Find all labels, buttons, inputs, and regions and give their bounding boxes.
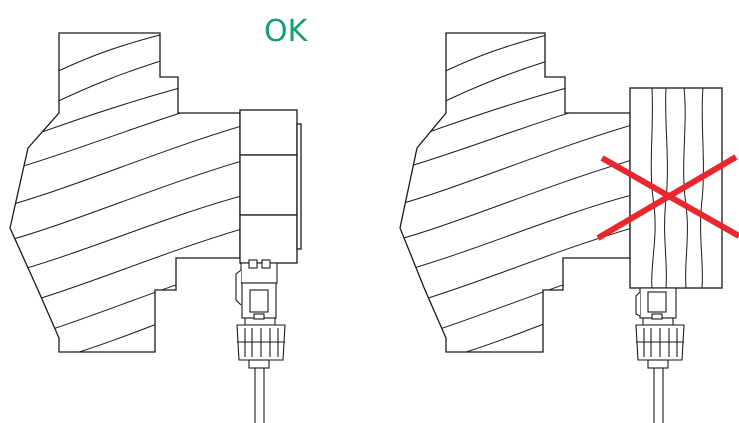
module-stack-left: [239, 109, 302, 264]
connector-right: [635, 287, 685, 423]
wall-profile-right: [399, 32, 631, 353]
ok-label: OK: [264, 14, 309, 49]
wooden-panel: [629, 87, 723, 289]
not-allowed-cross-icon: [596, 154, 739, 241]
wall-profile-left: [9, 32, 241, 353]
right-panel: [399, 32, 739, 423]
connector-left: [235, 259, 286, 423]
left-panel: OK: [9, 14, 309, 423]
